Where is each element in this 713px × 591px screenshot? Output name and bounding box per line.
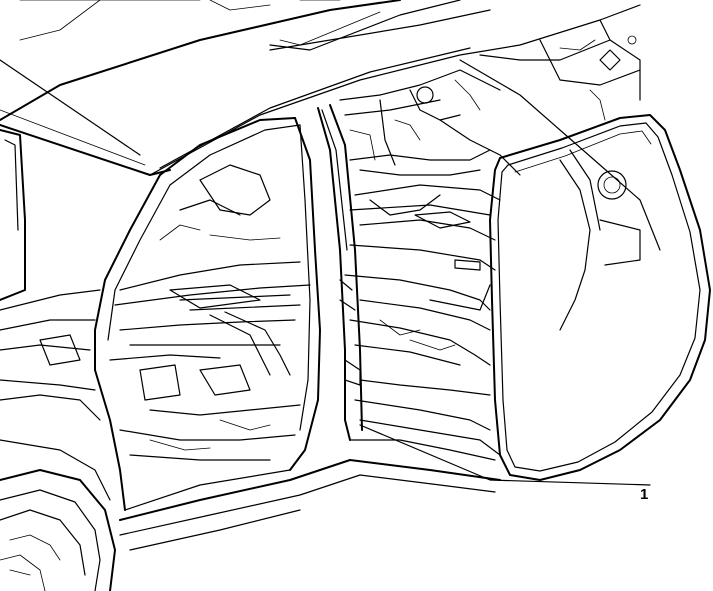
rear-door-weatherstrip <box>489 114 711 481</box>
rear-floor-pan <box>344 184 501 456</box>
rocker-sill <box>119 439 501 551</box>
front-fender-wheel <box>0 129 116 591</box>
roof-panel <box>0 0 641 176</box>
b-pillar <box>317 104 363 441</box>
callout-label-1: 1 <box>640 486 649 503</box>
rear-interior-structure <box>339 69 521 176</box>
rear-quarter-panel <box>459 19 661 331</box>
front-door-opening <box>94 117 321 511</box>
callout-leader-1 <box>359 424 651 486</box>
front-floor-pan <box>109 164 311 461</box>
